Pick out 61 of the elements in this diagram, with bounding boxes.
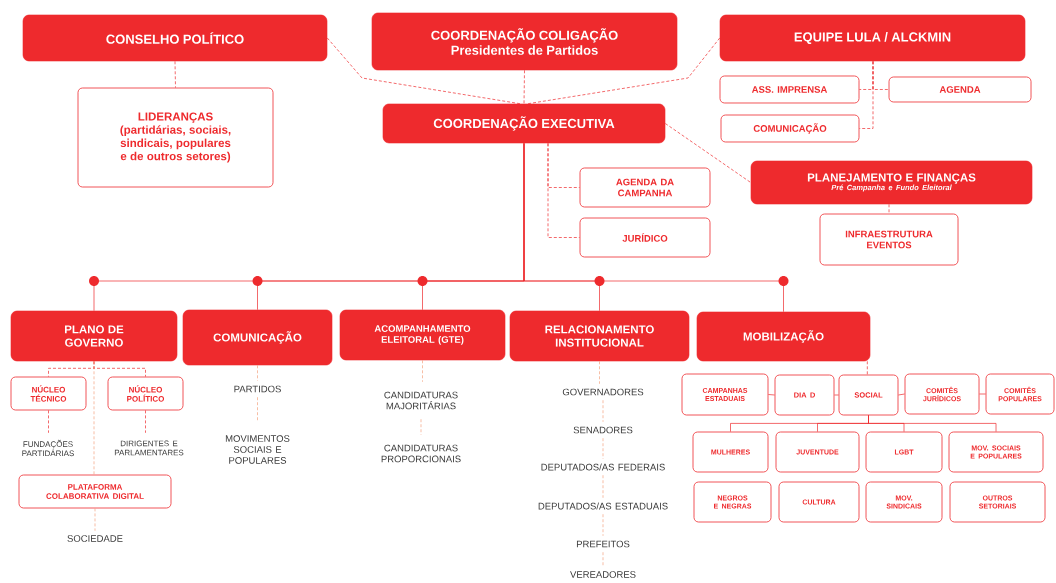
label-box: NÚCLEO POLÍTICO	[107, 376, 184, 411]
connector-line	[257, 396, 258, 423]
list-text: PREFEITOS	[576, 540, 630, 548]
heading-box: COORDENAÇÃO EXECUTIVA	[382, 103, 666, 144]
heading-box: RELACIONAMENTO INSTITUCIONAL	[509, 310, 690, 362]
connector-line	[979, 393, 986, 395]
list-text: DEPUTADOS/AS FEDERAIS	[541, 463, 665, 471]
connector-line	[547, 142, 580, 238]
label-box: INFRAESTRUTURA EVENTOS	[819, 213, 959, 266]
label-box: AGENDA DA CAMPANHA	[579, 167, 711, 208]
connector-line	[174, 60, 176, 88]
connector-line	[898, 393, 905, 396]
list-text: GOVERNADORES	[562, 388, 644, 396]
heading-box: EQUIPE LULA / ALCKMIN	[719, 14, 1026, 62]
list-text: CANDIDATURAS PROPORCIONAIS	[381, 444, 461, 463]
connector-line	[420, 418, 422, 436]
connector-line	[94, 508, 96, 532]
connector-line	[602, 551, 604, 568]
connector-line	[602, 513, 604, 537]
connector-line	[48, 410, 49, 434]
label-box: PLATAFORMA COLABORATIVA DIGITAL	[18, 474, 172, 509]
connector-line	[93, 360, 95, 475]
label-box: JURÍDICO	[579, 217, 711, 258]
list-text: SENADORES	[573, 426, 633, 434]
label-box: ASS. IMPRENSA	[719, 75, 860, 104]
label-box: NÚCLEO TÉCNICO	[10, 376, 87, 411]
connector-line	[664, 123, 752, 183]
connector-line	[145, 410, 146, 434]
heading-box: ACOMPANHAMENTO ELEITORAL (GTE)	[339, 309, 506, 361]
list-text: FUNDAÇÕES PARTIDÁRIAS	[22, 439, 74, 457]
connector-line	[888, 203, 890, 214]
connector-line	[523, 142, 784, 313]
connector-line	[859, 60, 874, 129]
list-text: DIRIGENTES E PARLAMENTARES	[114, 440, 184, 456]
connector-line	[602, 474, 604, 499]
connector-line	[768, 394, 775, 396]
list-text: VEREADORES	[570, 571, 636, 578]
connector-line	[527, 37, 721, 105]
connector-line	[422, 359, 423, 383]
label-box: COMUNICAÇÃO	[720, 114, 860, 143]
heading-box: COMUNICAÇÃO	[182, 309, 333, 366]
connector-line	[257, 364, 258, 382]
connector-line	[834, 394, 839, 396]
heading-box: PLANO DE GOVERNO	[10, 310, 178, 362]
connector-line	[602, 437, 604, 460]
connector-line	[599, 360, 600, 385]
list-text: DEPUTADOS/AS ESTADUAIS	[538, 502, 668, 510]
heading-box: CONSELHO POLÍTICO	[22, 14, 328, 62]
connector-line	[523, 69, 525, 105]
label-box: AGENDA	[888, 76, 1032, 103]
heading-box: COORDENAÇÃO COLIGAÇÃO Presidentes de Partidos	[371, 12, 678, 71]
heading-box: MOBILIZAÇÃO	[696, 311, 871, 362]
list-text: PARTIDOS	[234, 385, 281, 393]
connector-line	[866, 360, 868, 375]
list-text: CANDIDATURAS MAJORITÁRIAS	[384, 391, 458, 410]
connector-line	[326, 37, 521, 105]
connector-line	[868, 415, 997, 432]
label-box: LIDERANÇAS (partidárias, sociais, sindicais, populares e de outros setores)	[77, 87, 274, 188]
connector-line	[602, 399, 604, 423]
list-text: SOCIEDADE	[67, 535, 123, 542]
list-text: MOVIMENTOS SOCIAIS E POPULARES	[225, 435, 290, 464]
